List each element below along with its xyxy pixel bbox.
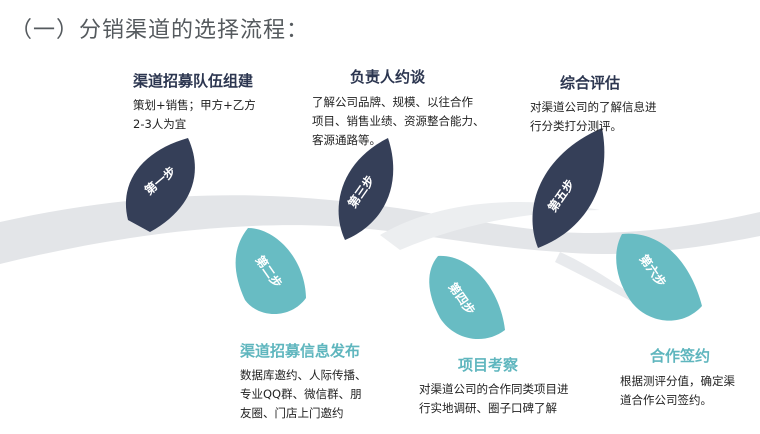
step-3-description: 了解公司品牌、规模、以往合作 项目、销售业绩、资源整合能力、 客源通路等。 (312, 93, 527, 150)
step-1-heading: 渠道招募队伍组建 (133, 72, 254, 90)
branch-swoosh (0, 195, 760, 264)
step-2-desc-line: 专业QQ群、微信群、朋 (240, 387, 362, 401)
step-5-desc-line: 对渠道公司的了解信息进 (530, 100, 657, 114)
step-2-desc-line: 友圈、门店上门邀约 (240, 406, 344, 420)
step-5-description: 对渠道公司的了解信息进 行分类打分测评。 (530, 98, 700, 136)
step-1-desc-line: 策划+销售；甲方+乙方 (133, 98, 256, 112)
step-3-desc-line: 了解公司品牌、规模、以往合作 (312, 95, 473, 109)
step-5-heading: 综合评估 (560, 74, 621, 92)
step-6-desc-line: 根据测评分值，确定渠 (620, 374, 735, 388)
leaf-step-5 (532, 128, 605, 248)
step-4-heading: 项目考察 (458, 356, 519, 374)
step-3-desc-line: 项目、销售业绩、资源整合能力、 (312, 114, 485, 128)
leaf-step-2 (235, 228, 306, 314)
branch-swoosh-inner (380, 202, 600, 250)
step-4-desc-line: 对渠道公司的合作同类项目进 (419, 382, 569, 396)
leaf-step-4 (429, 255, 505, 340)
step-4-description: 对渠道公司的合作同类项目进 行实地调研、圈子口碑了解 (419, 380, 609, 418)
step-2-description: 数据库邀约、人际传播、 专业QQ群、微信群、朋 友圈、门店上门邀约 (240, 366, 400, 423)
step-6-heading: 合作签约 (650, 347, 711, 365)
step-6-desc-line: 道合作公司签约。 (620, 393, 712, 407)
leaf-step-6 (616, 233, 702, 321)
step-3-desc-line: 客源通路等。 (312, 133, 381, 147)
leaf-step-3 (338, 138, 394, 240)
step-1-desc-line: 2-3人为宜 (133, 117, 187, 131)
step-4-desc-line: 行实地调研、圈子口碑了解 (419, 401, 557, 415)
step-2-desc-line: 数据库邀约、人际传播、 (240, 368, 367, 382)
leaf-step-1 (125, 138, 195, 232)
page-title: （一）分销渠道的选择流程： (10, 18, 310, 43)
step-5-desc-line: 行分类打分测评。 (530, 119, 622, 133)
step-6-description: 根据测评分值，确定渠 道合作公司签约。 (620, 372, 758, 410)
step-1-description: 策划+销售；甲方+乙方 2-3人为宜 (133, 96, 303, 134)
step-3-heading: 负责人约谈 (350, 68, 426, 86)
step-2-heading: 渠道招募信息发布 (240, 342, 361, 360)
